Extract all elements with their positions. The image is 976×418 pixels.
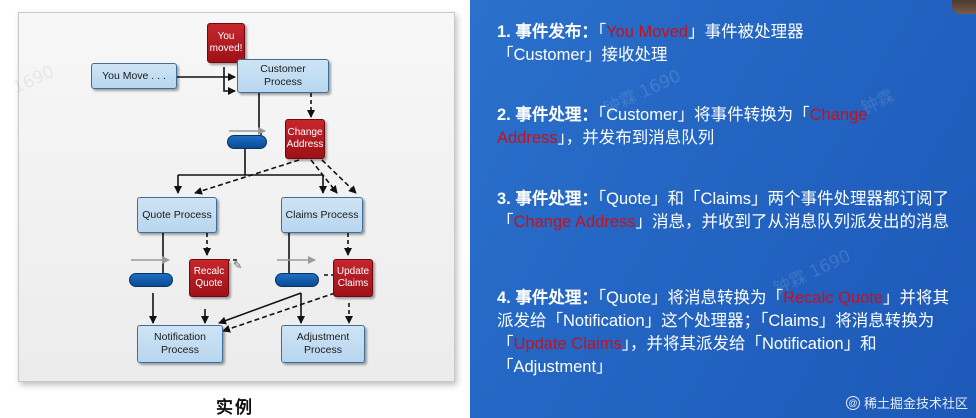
step-2-number: 2. 事件处理： xyxy=(497,106,598,124)
step-3-highlight: Change Address xyxy=(513,213,636,231)
arrow-queue3-notification xyxy=(218,292,302,325)
step-1-number: 1. 事件发布： xyxy=(497,23,598,41)
step-2-text-a: 「Customer」将事件转换为「 xyxy=(597,106,810,124)
presenter-avatar xyxy=(952,0,976,14)
explanation-panel: 1. 事件发布：「You Moved」事件被处理器「Customer」接收处理 … xyxy=(497,0,967,418)
queue-1 xyxy=(227,135,267,149)
step-4-number: 4. 事件处理： xyxy=(497,289,598,307)
step-1-text-a: 「 xyxy=(597,23,607,41)
dashed-update-notification xyxy=(222,292,336,333)
step-4-highlight-b: Update Claims xyxy=(513,335,622,353)
change-address-event: Change Address xyxy=(285,119,325,159)
step-1-text-b: 」事件被处理器「Customer」接收处理 xyxy=(497,23,804,64)
step-2-highlight: Change Address xyxy=(497,106,868,147)
step-3-text-a: 「Quote」和「Claims」两个事件处理器都订阅了「 xyxy=(497,190,949,231)
update-claims-event: Update Claims xyxy=(333,259,373,297)
queue-3 xyxy=(275,273,319,287)
step-4-highlight-a: Recalc Quote xyxy=(783,289,884,307)
step-4-text-b: 」并将其派发给「Notification」这个处理器；「Claims」将消息转换… xyxy=(497,289,950,353)
recalc-quote-event: Recalc Quote xyxy=(189,259,229,297)
step-2-text-b: 」，并发布到消息队列 xyxy=(557,129,715,147)
step-4-text-a: 「Quote」将消息转换为「 xyxy=(597,289,784,307)
step-3-number: 3. 事件处理： xyxy=(497,190,598,208)
you-move-node: You Move . . . xyxy=(91,63,177,89)
step-4-text-c: 」，并将其派发给「Notification」和「Adjustment」 xyxy=(497,335,877,376)
quote-process-node: Quote Process xyxy=(137,197,217,233)
footer-credit: @ 稀土掘金技术社区 xyxy=(845,393,968,412)
notification-process-node: Notification Process xyxy=(137,325,223,363)
customer-process-node: Customer Process xyxy=(237,59,329,93)
claims-process-node: Claims Process xyxy=(281,197,363,233)
diagram-connectors xyxy=(131,67,357,333)
dashed-change-claims-2 xyxy=(321,159,357,194)
diagram-frame: You Move . . . You moved! Customer Proce… xyxy=(18,12,455,382)
step-3: 3. 事件处理：「Quote」和「Claims」两个事件处理器都订阅了「Chan… xyxy=(497,188,949,234)
step-4: 4. 事件处理：「Quote」将消息转换为「Recalc Quote」并将其派发… xyxy=(497,287,957,379)
footer-credit-text: 稀土掘金技术社区 xyxy=(863,396,968,411)
dashed-change-claims xyxy=(310,159,338,194)
you-moved-event: You moved! xyxy=(207,23,245,63)
step-2: 2. 事件处理：「Customer」将事件转换为「Change Address」… xyxy=(497,104,947,150)
diagram-panel: You Move . . . You moved! Customer Proce… xyxy=(0,0,470,418)
adjustment-process-node: Adjustment Process xyxy=(281,325,365,363)
step-1-highlight: You Moved xyxy=(606,23,689,41)
at-icon: @ xyxy=(845,395,860,410)
step-3-text-b: 」消息，并收到了从消息队列派发出的消息 xyxy=(635,213,950,231)
pencil-icon: ✎ xyxy=(233,260,243,272)
arrow-youmoved-customer xyxy=(223,67,236,95)
queue-2 xyxy=(129,273,173,287)
diagram-caption: 实例 xyxy=(216,398,254,417)
dashed-change-quote xyxy=(194,159,300,195)
step-1: 1. 事件发布：「You Moved」事件被处理器「Customer」接收处理 xyxy=(497,21,877,67)
